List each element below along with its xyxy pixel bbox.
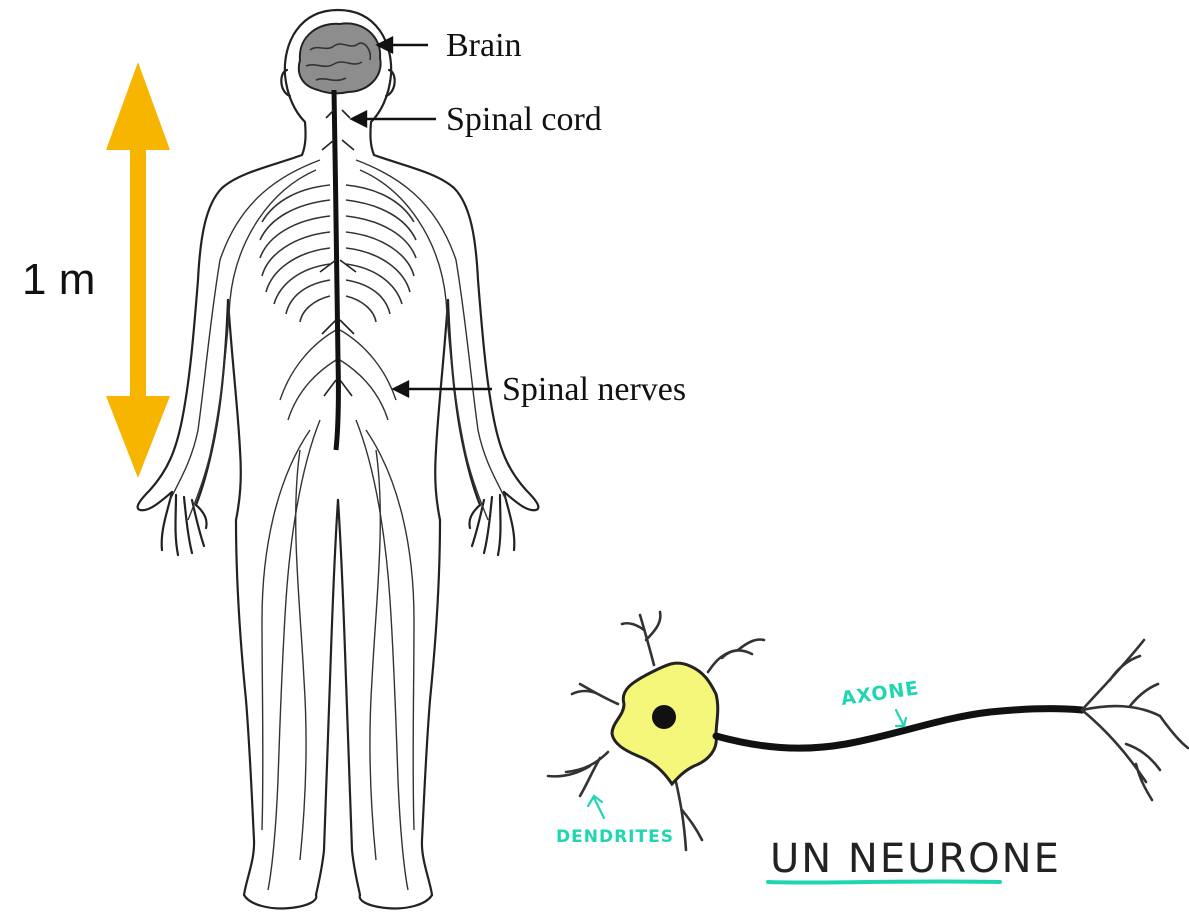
brain-illustration <box>299 23 381 93</box>
title-underline <box>768 881 1000 882</box>
spinal-nerves-label: Spinal nerves <box>502 371 686 408</box>
neuron-title: Un Neurone <box>770 836 1061 882</box>
scale-label: 1 m <box>22 255 95 304</box>
axone-label: Axone <box>840 677 921 710</box>
axone-pointer <box>896 710 906 726</box>
spinal-cord <box>334 90 338 450</box>
dendrites-label: Dendrites <box>556 827 674 847</box>
axon-terminals <box>1082 640 1188 800</box>
label-arrows <box>352 38 492 396</box>
dendrites-pointer <box>588 796 604 818</box>
brain-label: Brain <box>446 27 522 64</box>
human-figure <box>138 10 539 908</box>
spinal-cord-label: Spinal cord <box>446 101 602 138</box>
neuron-illustration <box>548 612 1188 850</box>
nucleus <box>652 705 676 729</box>
scale-arrow <box>106 62 170 478</box>
